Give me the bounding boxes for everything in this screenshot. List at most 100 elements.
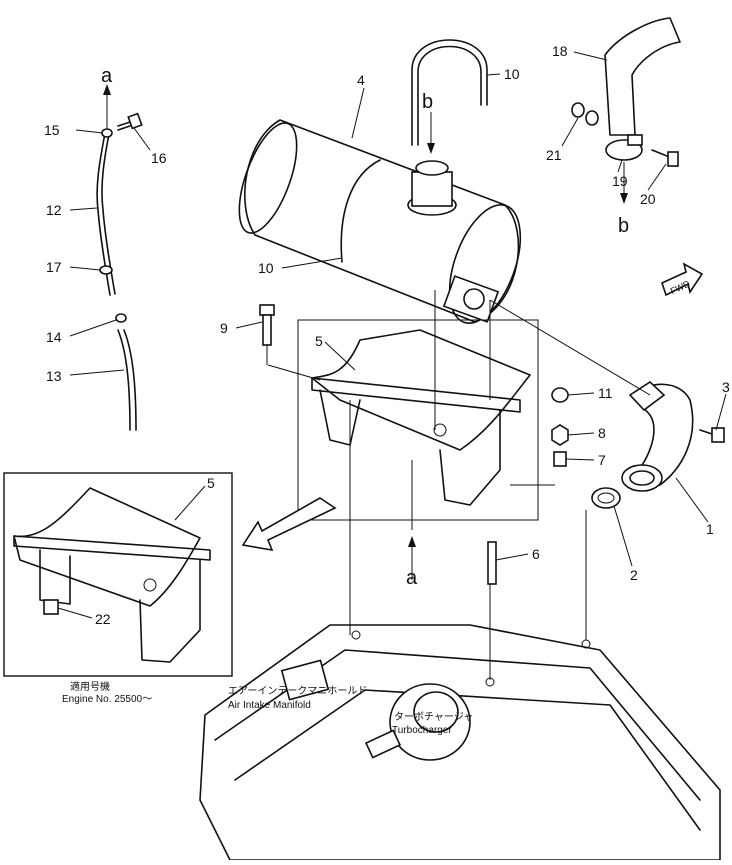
nut-21a [571,102,585,118]
inset-frame [3,472,233,677]
bolt-16-head [127,112,143,130]
gasket-2-bore [597,492,615,504]
stud-6 [487,541,497,585]
inset-serial-en: Engine No. 25500～ [62,694,152,705]
leader-17 [69,266,101,271]
leader-10-top [486,73,501,76]
bolt-9 [259,304,275,365]
u-bolt-10-outer [411,39,488,146]
bracket-5-leg-right [439,409,501,506]
part-num-9: 9 [220,320,228,336]
leader-5 [324,341,356,371]
part-num-17: 17 [46,259,62,275]
turbocharger-inlet [413,691,459,733]
leader-9 [235,321,263,329]
inset-detail [3,472,233,677]
part-num-22: 22 [95,611,111,627]
leader-6 [495,553,529,561]
part-number-labels: 15 16 12 17 14 13 4 10 10 18 21 19 20 9 … [44,43,730,627]
part-num-11: 11 [598,385,613,401]
part-num-18: 18 [552,43,568,59]
intake-label-jp: エアーインテークマニホールド [228,685,367,697]
leader-2 [613,505,633,567]
leader-13 [69,369,125,376]
part-num-5: 5 [315,333,323,349]
leader-22 [57,607,93,619]
elbow-1-bore [629,470,655,486]
arrow-a-head [103,84,111,95]
part-num-3: 3 [722,379,730,395]
muffler-strap [340,159,381,263]
label-a-bottom: a [406,567,418,589]
part-num-10-left: 10 [258,260,274,276]
guide-lines [267,290,651,680]
leader-8 [567,432,595,436]
leader-20 [647,163,667,191]
part-num-13: 13 [46,368,62,384]
nut-8 [551,424,569,446]
leader-lines [57,51,727,619]
bracket-5-rail [311,377,521,413]
leader-3 [715,393,727,431]
leader-19 [617,159,623,173]
elbow-group [591,380,725,509]
part-num-6: 6 [532,546,540,562]
tail-pipe-18 [604,17,681,136]
tube-13 [117,329,131,431]
clamp-19-lug [627,134,643,146]
guide-flange-elbow [489,299,651,396]
leader-18 [573,51,608,61]
intake-label-en: Air Intake Manifold [228,700,311,711]
part-num-1: 1 [706,521,714,537]
u-bolt-10 [411,39,488,146]
nut-21b [585,110,599,126]
nut-14 [115,313,127,323]
part-num-20: 20 [640,191,656,207]
leader-4 [351,87,365,139]
inset-serial-jp: 適用号機 [70,680,110,693]
fwd-arrow-icon [661,262,704,297]
turbocharger-outlet [364,729,402,759]
arrow-b-head [427,143,435,154]
leader-1 [675,477,709,523]
engine-block-outline [199,624,721,861]
clamp-17 [99,265,113,275]
leader-12 [69,207,98,211]
nut-11 [551,387,569,403]
part-num-2: 2 [630,567,638,583]
bracket-frame-lines [297,319,539,521]
flange-hole [463,288,485,310]
muffler-group [238,119,522,324]
leader-10-left [281,257,343,269]
fwd-sign: FWD [661,262,704,297]
engine-block-ridge-2 [234,689,701,831]
bolt-3-head [711,427,725,443]
part-num-7: 7 [598,452,606,468]
tailpipe-group: b [571,17,681,237]
engine-mount-hole-1 [351,630,361,640]
leader-14 [69,319,117,337]
inset-collar-22 [43,599,59,615]
inset-bracket-hole [143,578,157,592]
part-num-15: 15 [44,122,60,138]
bolt-9-shank [262,314,272,346]
arrow-b2-head [620,193,628,204]
inset-bracket-saddle [13,487,201,607]
muffler-outlet-end [448,204,522,324]
leader-15 [75,129,104,134]
engine-mount-hole-3 [581,639,591,649]
collar-7 [553,451,567,467]
inset-bracket-rail [13,535,211,561]
part-num-4: 4 [357,72,365,88]
tube-13-edge [123,329,137,431]
engine-mount-hole-2 [485,677,495,687]
part-num-14: 14 [46,329,62,345]
bracket-5-leg-left [319,389,361,446]
intake-port [280,659,330,701]
elbow-1 [629,383,694,486]
inset-pointer-arrow [241,497,337,552]
elbow-1-top-flange [628,380,666,412]
bolt-20-head [667,151,679,167]
